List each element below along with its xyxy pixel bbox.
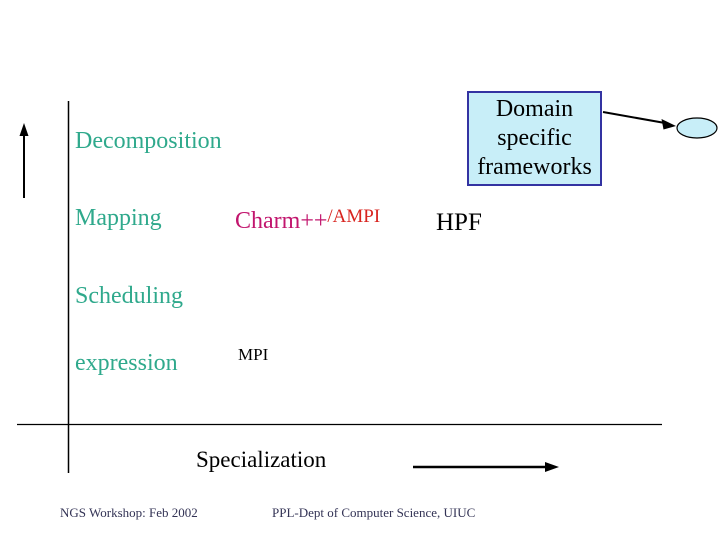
ampi-text: /AMPI [327,206,381,227]
footer-left: NGS Workshop: Feb 2002 [60,505,198,520]
domain-box-line: specific [497,125,572,151]
label-decomposition: Decomposition [75,128,222,154]
specialization-arrow-icon [413,462,559,472]
label-expression: expression [75,350,178,376]
domain-box-line: frameworks [477,154,592,180]
label-mpi: MPI [238,345,269,364]
x-axis-label: Specialization [196,447,327,472]
label-charm-ampi: Charm++/AMPI [235,206,381,234]
label-scheduling: Scheduling [75,283,183,309]
label-mapping: Mapping [75,205,162,231]
frameworks-ellipse [676,117,718,139]
domain-frameworks-box: Domain specific frameworks [467,91,602,186]
up-arrow-icon [19,123,29,198]
footer-right: PPL-Dept of Computer Science, UIUC [272,505,476,520]
box-to-ellipse-arrow [602,111,676,130]
label-hpf: HPF [436,209,482,236]
charm-text: Charm++ [235,208,328,234]
domain-box-line: Domain [495,96,574,122]
